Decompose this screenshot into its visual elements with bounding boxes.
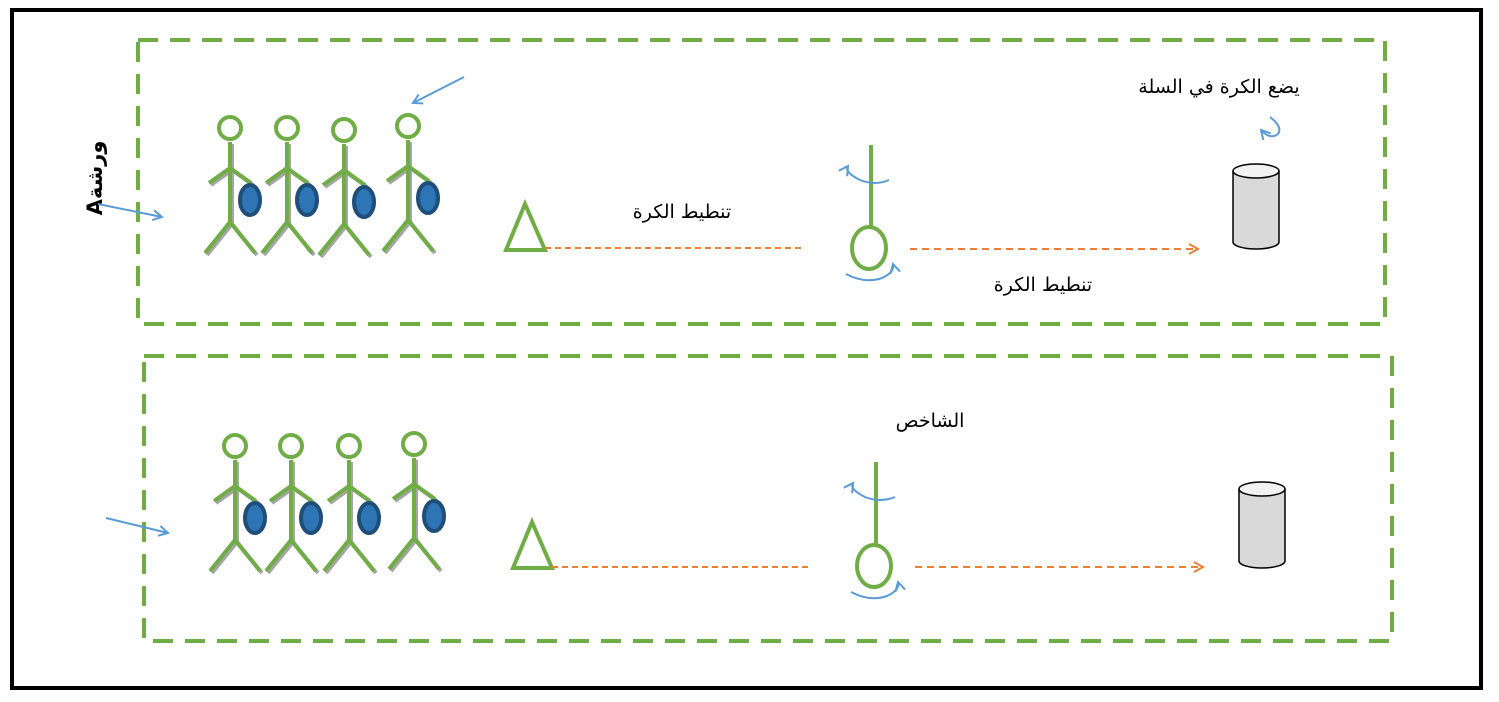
ball-icon — [238, 183, 262, 217]
place-ball-label: يضع الكرة في السلة — [1138, 76, 1299, 98]
ball-icon — [422, 499, 446, 533]
rotate-arrow-bottom-2 — [850, 580, 906, 600]
pole-obstacle-1 — [850, 145, 888, 271]
player-figure — [387, 431, 443, 573]
ball-icon — [357, 501, 381, 535]
workshop-label: ورشةA — [83, 141, 107, 216]
ball-icon — [243, 501, 267, 535]
pole-label: الشاخص — [896, 410, 965, 432]
ball-icon — [299, 501, 323, 535]
pole-obstacle-2 — [855, 462, 893, 589]
player-figure — [264, 433, 320, 575]
rotate-arrow-top-2 — [843, 481, 896, 501]
dribble-label-1: تنطيط الكرة — [633, 201, 731, 223]
player-figure — [381, 113, 437, 255]
curved-arrow-basket — [1259, 116, 1281, 141]
rotate-arrow-top-1 — [838, 164, 890, 184]
zone-2: الشاخص — [105, 354, 1394, 643]
ball-icon — [295, 183, 319, 217]
player-group-2 — [208, 431, 446, 575]
cone-marker-2 — [510, 516, 556, 570]
entry-arrow-1 — [97, 203, 165, 222]
player-figure — [317, 117, 373, 259]
zone-1-border — [136, 38, 1387, 326]
dribble-label-2: تنطيط الكرة — [994, 274, 1092, 296]
zone-2-border — [142, 354, 1394, 643]
basket-icon — [1238, 481, 1286, 569]
rotate-arrow-bottom-1 — [845, 262, 901, 282]
pointer-arrow — [411, 76, 465, 105]
cone-marker-1 — [503, 198, 549, 252]
ball-icon — [416, 181, 440, 215]
player-figure — [260, 115, 316, 257]
player-figure — [203, 115, 259, 257]
player-group-1 — [203, 113, 440, 259]
zone-1: ورشةA تنطيط الكرة تنطيط الكرة يضع الكرة … — [83, 38, 1387, 326]
player-figure — [208, 433, 264, 575]
diagram-frame — [10, 8, 1483, 690]
entry-arrow-2 — [105, 517, 171, 537]
player-figure — [322, 433, 378, 575]
ball-icon — [352, 185, 376, 219]
basket-icon — [1232, 163, 1280, 250]
